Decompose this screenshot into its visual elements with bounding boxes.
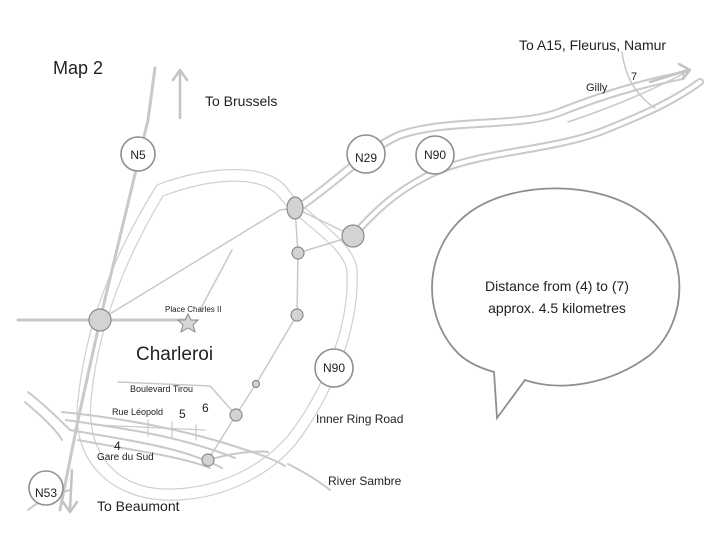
badge-n90-mid: N90 [314,348,354,388]
inner-ring-road-label: Inner Ring Road [316,412,403,426]
n5-road [58,66,157,512]
junction-node [291,246,305,260]
gare-du-sud-label: Gare du Sud [97,452,154,463]
boulevard-tirou-label: Boulevard Tirou [130,384,193,394]
south-arrow-icon [61,468,79,514]
junction-node [229,408,243,422]
point-6-label: 6 [202,401,209,415]
distance-callout: Distance from (4) to (7) approx. 4.5 kil… [431,187,681,421]
junction-nodes [88,196,365,467]
river-sambre-label: River Sambre [328,474,402,488]
junction-node [201,453,215,467]
to-a15-label: To A15, Fleurus, Namur [519,37,666,53]
badge-n53: N53 [28,470,64,506]
diagonal-road [99,207,296,321]
badge-n90-top: N90 [415,135,455,175]
to-beaumont-label: To Beaumont [97,498,180,514]
junction-node [286,196,304,220]
junction-node [88,308,112,332]
point-4-label: 4 [114,439,121,453]
place-charles-star-icon [176,312,200,334]
point-7-label: 7 [631,71,637,83]
map-title: Map 2 [53,58,103,78]
city-label: Charleroi [136,344,213,365]
central-axis [117,207,354,461]
north-arrow-icon [171,68,189,120]
badge-n29: N29 [346,134,386,174]
junction-node [341,224,365,248]
place-charles-label: Place Charles II [165,305,221,314]
gilly-label: Gilly [586,82,608,94]
badge-n5-label: N5 [130,148,146,162]
badge-n5: N5 [120,136,156,172]
to-brussels-label: To Brussels [205,93,277,109]
badge-n29-label: N29 [355,151,377,165]
badge-n53-label: N53 [35,486,57,500]
east-arrow-icon [648,62,692,84]
junction-node [251,379,261,389]
point-5-label: 5 [179,407,186,421]
junction-node [290,308,304,322]
inner-ring-road [76,168,358,501]
rue-leopold-blocks [94,419,206,441]
badge-n90-mid-label: N90 [323,361,345,375]
badge-n90-top-label: N90 [424,148,446,162]
rue-leopold-label: Rue Léopold [112,407,163,417]
callout-line2: approx. 4.5 kilometres [488,300,626,316]
callout-line1: Distance from (4) to (7) [485,278,629,294]
